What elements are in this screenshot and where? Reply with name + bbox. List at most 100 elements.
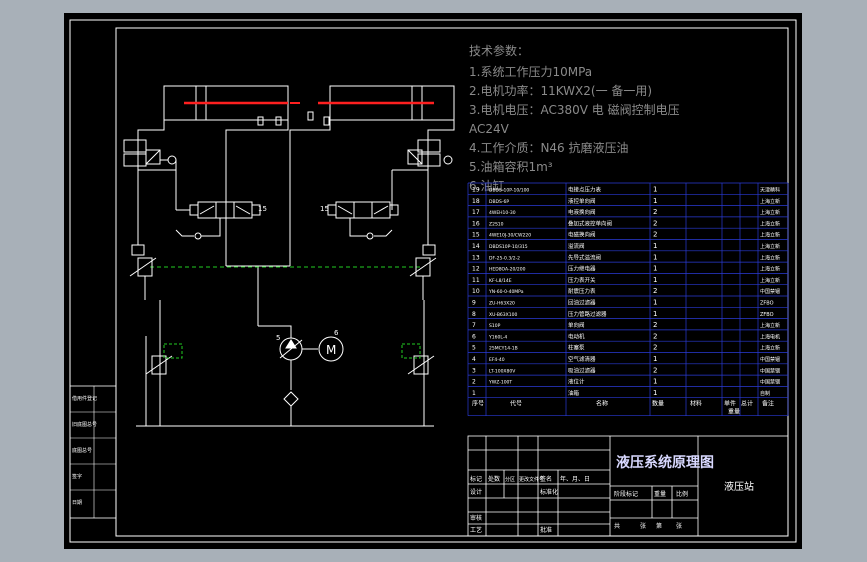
side-label-0: 借用件登记 [72,395,97,402]
motor-number-label: 6 [334,329,339,337]
bom-row-name: 液控单向阀 [568,197,596,205]
tb-row-0: 标记 [470,475,482,483]
bom-row-note: 中国禁锢 [760,288,780,295]
bom-row-note: 自制 [760,390,770,397]
bom-row-qty: 1 [653,355,657,363]
bom-row-name: 空气滤清器 [568,355,596,363]
bom-row-no: 4 [472,356,476,363]
spec-line-2: 2.电机功率：11KWX2(一 备一用) [469,83,652,98]
cylinder-right [318,85,455,121]
bom-header-code: 代号 [510,400,522,408]
cylinder-left [163,85,300,121]
drawing-title: 液压系统原理图 [616,454,714,471]
tb-left-0: 设计 [470,488,482,496]
bom-row-no: 18 [472,198,480,205]
side-panel: 借用件登记 旧底图总号 底图总号 签字 日期 [69,385,117,519]
bom-row-qty: 1 [653,310,657,318]
tb-footer-1: 张 [640,522,646,530]
bom-row-name: 溢流阀 [568,242,585,250]
bom-row-code: 4WEH10-30 [489,210,516,216]
bom-header-total: 总计 [741,400,753,408]
bom-row-no: 17 [472,209,480,216]
bom-row-qty: 2 [653,231,657,239]
bom-row-code: KF-L8/14E [489,278,512,284]
bom-row-note: 上海立新 [760,220,780,227]
bom-row-name: 电磁换向阀 [568,231,596,239]
motor-symbol [318,336,344,362]
bom-row-no: 8 [472,311,476,318]
bom-row-code: HED8OA-20/200 [489,267,526,273]
bom-row-code: DF-25-0.3/2-2 [489,255,520,261]
bom-row-no: 6 [472,333,476,340]
outer-frame [69,19,797,543]
bom-row-qty: 1 [653,253,657,261]
motor-letter: M [326,343,336,357]
bom-row-code: ZU-H63X20 [489,301,515,307]
bom-row-qty: 1 [653,378,657,386]
bom-row-qty: 1 [653,186,657,194]
side-label-4: 日期 [72,500,82,506]
tb-right-1: 重量 [654,490,666,498]
bom-row-name: 压力管路过滤器 [568,310,607,318]
tb-row-1: 处数 [488,475,500,483]
bom-row-name: 叠加式液控单向阀 [568,219,612,227]
bom-header-qty: 数量 [652,400,664,408]
side-label-3: 签字 [72,473,82,480]
technical-specs: 技术参数： 1.系统工作压力10MPa 2.电机功率：11KWX2(一 备一用)… [469,43,680,193]
bom-row-no: 15 [472,232,480,239]
bom-header-no: 序号 [472,400,484,408]
bom-row-no: 14 [472,243,480,250]
bom-row-code: DBDS-6P [489,199,509,205]
directional-valve-left [175,201,261,240]
bom-row-no: 7 [472,322,476,329]
title-block [467,435,789,537]
bom-row-code: Y160L-4 [488,334,507,340]
valve-label-right: 15 [320,205,329,213]
bom-row-name: 电接点压力表 [568,186,602,194]
bom-row-qty: 1 [653,276,657,284]
bom-row-no: 11 [472,277,480,284]
bom-row-name: 单向阀 [568,321,585,329]
bom-header-note: 备注 [762,400,774,408]
hydraulic-schematic [123,85,455,427]
bom-row-name: 柱塞泵 [568,344,585,352]
bom-row-code: DBDS-10P-10/100 [489,188,529,194]
bom-row-qty: 1 [653,299,657,307]
bom-row-qty: 2 [653,344,657,352]
tb-left-1: 标准化 [540,488,558,496]
valve-label-left: 15 [258,205,267,213]
bom-row-name: 回油过滤器 [568,299,596,307]
bom-row-qty: 2 [653,366,657,374]
spec-line-7: 6.油缸 [469,178,504,193]
bom-row-code: DBDS10P-10/315 [489,244,528,250]
bom-row-note: 上海立新 [760,277,780,284]
bom-row-code: Z2S10 [489,221,504,227]
bom-row-note: 上海立新 [760,254,780,261]
bom-row-note: 中国禁锢 [760,367,780,374]
bom-row-code: YWZ-100T [488,380,512,386]
bom-row-note: 上海立新 [760,322,780,329]
tb-footer-3: 张 [676,522,682,530]
tb-left-3: 工艺 [470,526,482,534]
bom-row-qty: 2 [653,208,657,216]
tb-left-4: 批准 [540,526,552,534]
bom-row-name: 液位计 [568,378,585,386]
bom-row-code: EF4-40 [489,357,505,363]
bom-row-note: 中国禁锢 [760,379,780,386]
tb-row-3: 更改文件号 [519,476,544,483]
bom-row-note: 上海立新 [760,266,780,273]
bom-row-no: 13 [472,254,480,261]
tb-right-0: 阶段标记 [614,490,638,498]
side-label-2: 底图总号 [72,447,92,454]
side-label-1: 旧底图总号 [72,421,97,428]
bom-row-qty: 2 [653,219,657,227]
tb-footer-2: 第 [656,522,662,530]
bom-row-no: 12 [472,266,480,273]
bom-row-qty: 1 [653,265,657,273]
bom-row-note: 上海电机 [760,333,780,340]
bom-header-name: 名称 [596,400,608,408]
bom-row-name: 压力表开关 [568,276,596,284]
bom-row-no: 5 [472,345,476,352]
bom-row-no: 16 [472,220,480,227]
